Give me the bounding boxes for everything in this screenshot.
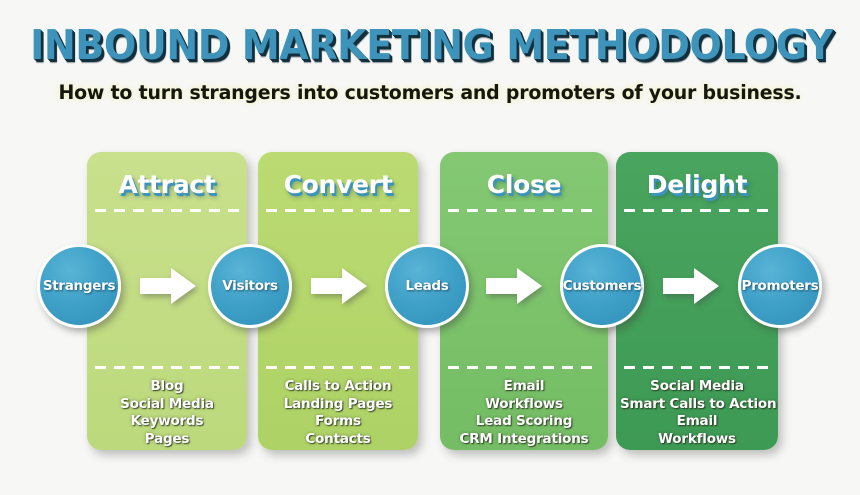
stage-divider-bottom: [266, 366, 410, 369]
stage-tactics-attract: Blog Social Media Keywords Pages: [91, 378, 243, 448]
funnel-node-label: Leads: [405, 278, 449, 294]
stage-tactics-delight: Social Media Smart Calls to Action Email…: [620, 378, 777, 448]
tactic-item: Social Media: [120, 395, 214, 412]
funnel-node-label: Strangers: [42, 278, 116, 294]
tactic-item: Calls to Action: [284, 378, 392, 394]
tactic-item: Smart Calls to Action: [620, 395, 777, 412]
tactic-item: Lead Scoring: [475, 413, 573, 429]
header: INBOUND MARKETING METHODOLOGY How to tur…: [0, 21, 860, 105]
funnel-node-promoters[interactable]: Promoters: [738, 244, 822, 328]
funnel-node-label: Visitors: [222, 278, 278, 294]
stage-tactics-convert: Calls to Action Landing Pages Forms Cont…: [262, 378, 414, 448]
stage-label-close: Close: [486, 170, 562, 199]
tactic-item: Email: [503, 378, 545, 394]
stage-panel-delight[interactable]: Delight Social Media Smart Calls to Acti…: [616, 152, 778, 450]
stage-label-convert: Convert: [283, 170, 393, 199]
funnel-node-label: Promoters: [741, 278, 819, 294]
funnel-node-strangers[interactable]: Strangers: [37, 244, 121, 328]
stage-divider-bottom: [95, 366, 239, 369]
funnel-node-leads[interactable]: Leads: [385, 244, 469, 328]
stage-divider-top: [624, 209, 770, 212]
stage-divider-bottom: [448, 366, 600, 369]
tactic-item: CRM Integrations: [459, 430, 589, 447]
stage-label-attract: Attract: [118, 170, 216, 199]
stage-divider-top: [266, 209, 410, 212]
tactic-item: Blog: [150, 378, 184, 394]
tactic-item: Keywords: [130, 413, 204, 429]
funnel-node-customers[interactable]: Customers: [560, 244, 644, 328]
tactic-item: Workflows: [485, 395, 563, 412]
tactic-item: Pages: [144, 430, 190, 447]
tactic-item: Contacts: [305, 430, 371, 447]
stage-divider-top: [95, 209, 239, 212]
tactic-item: Workflows: [658, 430, 736, 447]
funnel-node-visitors[interactable]: Visitors: [208, 244, 292, 328]
tactic-item: Landing Pages: [283, 395, 393, 412]
page-title: INBOUND MARKETING METHODOLOGY: [30, 21, 833, 69]
tactic-item: Email: [676, 413, 718, 429]
page-subtitle: How to turn strangers into customers and…: [58, 81, 802, 105]
stage-label-delight: Delight: [646, 170, 748, 199]
tactic-item: Forms: [315, 413, 361, 429]
stage-divider-bottom: [624, 366, 770, 369]
tactic-item: Social Media: [650, 378, 744, 394]
stage-tactics-close: Email Workflows Lead Scoring CRM Integra…: [444, 378, 604, 448]
stage-divider-top: [448, 209, 600, 212]
funnel-node-label: Customers: [562, 278, 642, 294]
